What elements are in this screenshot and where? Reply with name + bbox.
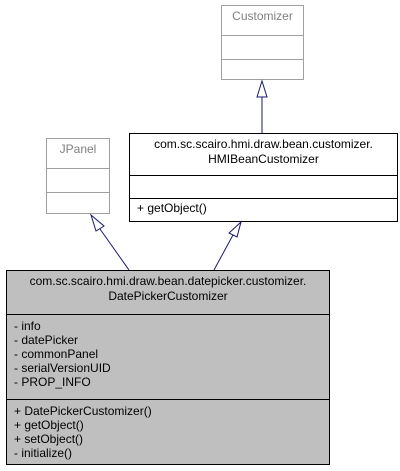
attribute-item: - info <box>14 319 41 333</box>
class-hmi-bean-customizer-attributes <box>130 175 397 198</box>
class-hmi-bean-customizer-name: com.sc.scairo.hmi.draw.bean.customizer. … <box>130 134 397 175</box>
arrowhead-icon <box>256 79 268 98</box>
attribute-item: - serialVersionUID <box>14 361 111 375</box>
class-date-picker-customizer-classname: DatePickerCustomizer <box>108 289 228 303</box>
class-customizer[interactable]: Customizer <box>221 5 304 80</box>
class-date-picker-customizer[interactable]: com.sc.scairo.hmi.draw.bean.datepicker.c… <box>6 270 330 465</box>
attribute-item: - datePicker <box>14 333 79 347</box>
class-hmi-bean-customizer[interactable]: com.sc.scairo.hmi.draw.bean.customizer. … <box>129 133 398 222</box>
class-customizer-attributes <box>222 35 303 59</box>
arrowhead-icon <box>228 220 242 238</box>
method-item: + setObject() <box>14 432 84 446</box>
class-date-picker-customizer-methods: + DatePickerCustomizer() + getObject() +… <box>7 399 329 467</box>
generalization-datepicker-to-hmi <box>213 220 242 271</box>
class-jpanel[interactable]: JPanel <box>46 138 110 214</box>
class-jpanel-methods <box>47 192 109 216</box>
class-hmi-bean-customizer-classname: HMIBeanCustomizer <box>208 152 319 166</box>
class-jpanel-name: JPanel <box>59 142 97 156</box>
method-item: + DatePickerCustomizer() <box>14 404 152 418</box>
class-customizer-methods <box>222 59 303 82</box>
class-customizer-name: Customizer <box>232 9 293 23</box>
class-hmi-bean-customizer-package: com.sc.scairo.hmi.draw.bean.customizer. <box>154 137 373 151</box>
attribute-item: - commonPanel <box>14 347 99 361</box>
class-date-picker-customizer-attributes: - info - datePicker - commonPanel - seri… <box>7 314 329 399</box>
method-item: - initialize() <box>14 446 73 460</box>
method-item: + getObject() <box>137 201 207 215</box>
class-date-picker-customizer-name: com.sc.scairo.hmi.draw.bean.datepicker.c… <box>7 271 329 314</box>
class-date-picker-customizer-package: com.sc.scairo.hmi.draw.bean.datepicker.c… <box>29 274 307 288</box>
class-jpanel-attributes <box>47 168 109 192</box>
generalization-datepicker-to-jpanel <box>90 213 130 271</box>
method-item: + getObject() <box>14 418 84 432</box>
generalization-hmi-to-customizer <box>256 79 268 133</box>
class-hmi-bean-customizer-methods: + getObject() <box>130 198 397 224</box>
attribute-item: - PROP_INFO <box>14 375 91 389</box>
arrowhead-icon <box>90 213 105 232</box>
